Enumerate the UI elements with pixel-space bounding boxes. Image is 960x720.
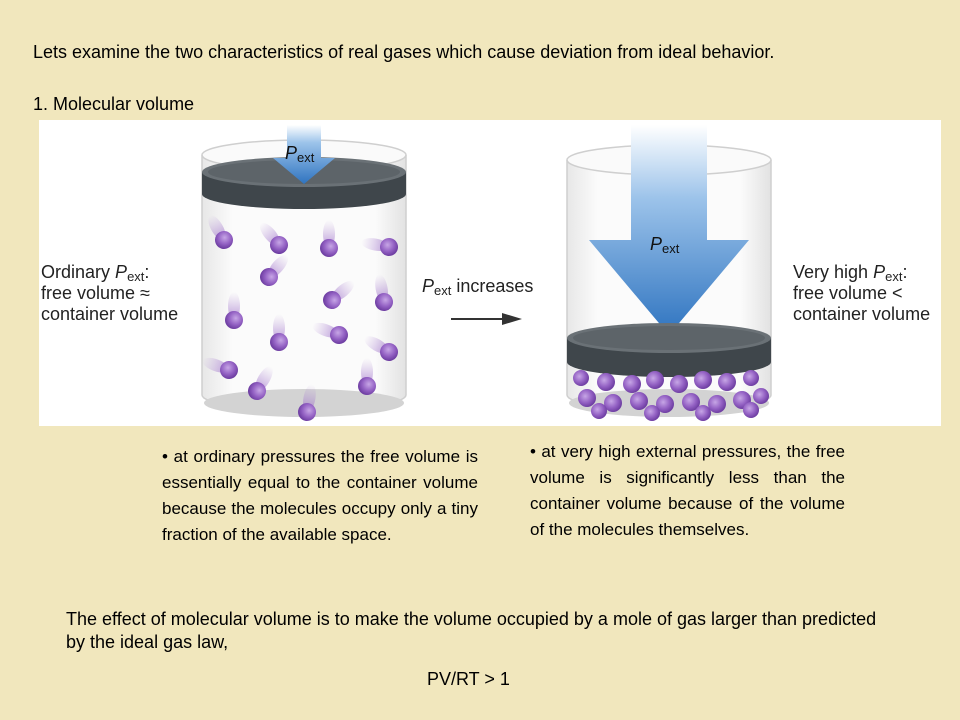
intro-text: Lets examine the two characteristics of … <box>33 42 775 62</box>
left-molecules <box>202 215 398 421</box>
formula: PV/RT > 1 <box>427 669 510 689</box>
pext-label-right: Pext <box>650 234 680 256</box>
molecular-volume-figure: Pext Pext Ordinary Pext: free volume ≈ c… <box>39 120 941 426</box>
ordinary-pressure-label: Ordinary Pext: free volume ≈ container v… <box>41 262 179 324</box>
high-pressure-bullet: • at very high external pressures, the f… <box>530 442 845 539</box>
increase-arrow <box>451 313 522 325</box>
left-cylinder <box>201 125 407 417</box>
conclusion-text: The effect of molecular volume is to mak… <box>66 609 877 652</box>
section-heading: 1. Molecular volume <box>33 94 195 114</box>
pext-label-left: Pext <box>285 143 315 165</box>
right-molecules <box>573 370 769 421</box>
high-pressure-label: Very high Pext: free volume < container … <box>793 262 931 324</box>
right-cylinder <box>566 125 772 417</box>
cylinder-illustration <box>201 125 772 421</box>
pressure-increases-label: Pext increases <box>422 276 534 298</box>
ordinary-pressure-bullet: • at ordinary pressures the free volume … <box>162 447 478 544</box>
